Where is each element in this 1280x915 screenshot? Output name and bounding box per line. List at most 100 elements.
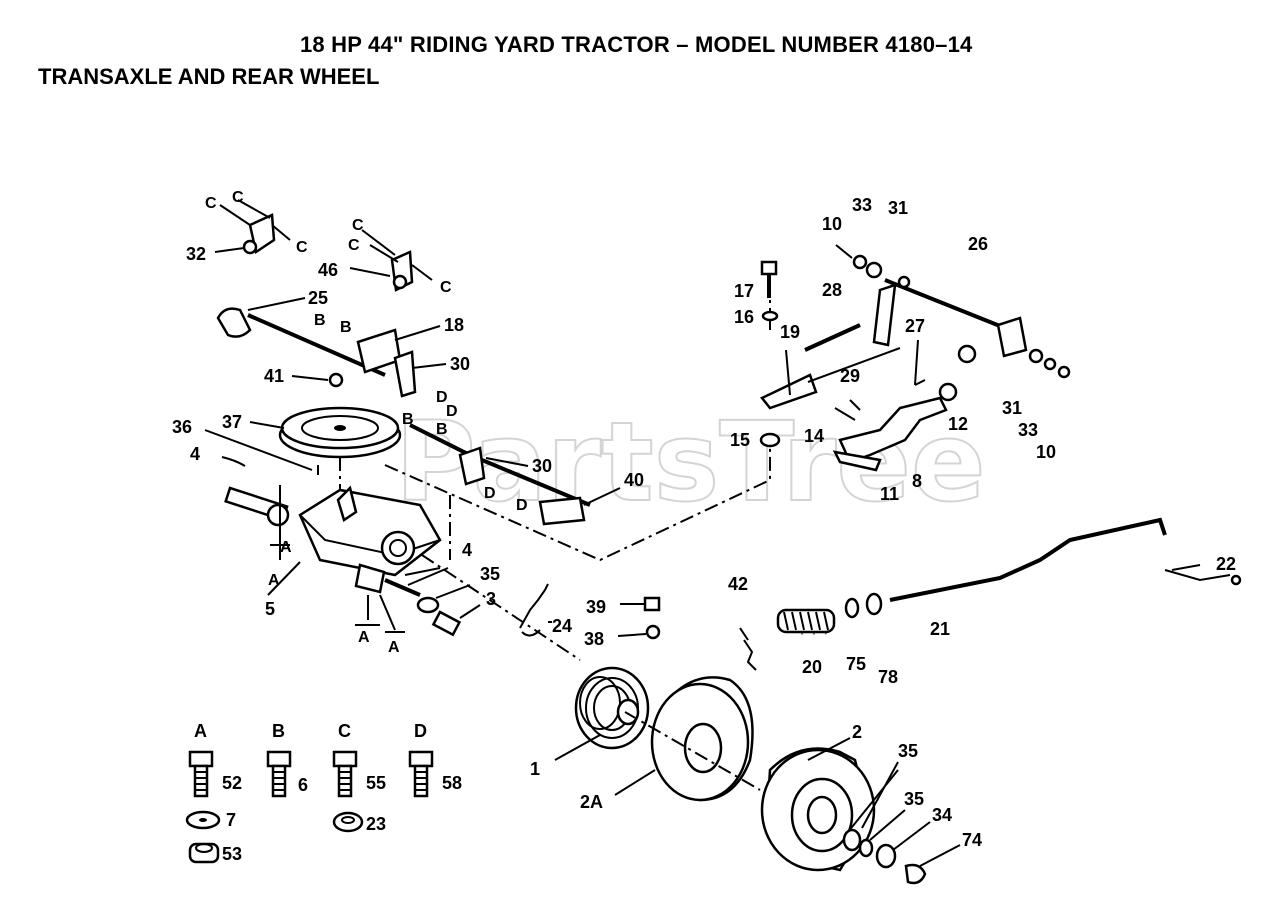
legend-part-53: 53 xyxy=(222,844,242,864)
hardware-legend: A B C D 52 6 55 58 7 23 53 xyxy=(194,721,462,864)
callout-5: 5 xyxy=(265,599,275,619)
callout-41: 41 xyxy=(264,366,284,386)
callout-26: 26 xyxy=(968,234,988,254)
callout-37: 37 xyxy=(222,412,242,432)
legend-head-a: A xyxy=(194,721,207,741)
callout-32: 32 xyxy=(186,244,206,264)
wheel-rim-1 xyxy=(554,666,650,761)
callout-19: 19 xyxy=(780,322,800,342)
callout-labels: 1 2 2A 3 4 4 5 8 10 10 11 12 14 15 16 17… xyxy=(172,195,1236,850)
bracket-46 xyxy=(349,229,433,292)
bolt-17 xyxy=(759,260,781,448)
callout-40: 40 xyxy=(624,470,644,490)
callout-28: 28 xyxy=(822,280,842,300)
callout-46: 46 xyxy=(318,260,338,280)
callout-42: 42 xyxy=(728,574,748,594)
callout-11: 11 xyxy=(880,484,899,504)
title-block: 18 HP 44" RIDING YARD TRACTOR – MODEL NU… xyxy=(0,0,1280,100)
legend-part-23: 23 xyxy=(366,814,386,834)
callout-75: 75 xyxy=(846,654,866,674)
callout-18: 18 xyxy=(444,315,464,335)
diagram-subtitle: TRANSAXLE AND REAR WHEEL xyxy=(38,64,380,89)
wheel-hardware xyxy=(624,711,961,885)
callout-30-top: 30 xyxy=(450,354,470,374)
pulley-37 xyxy=(249,406,402,459)
callout-29: 29 xyxy=(840,366,860,386)
callout-24: 24 xyxy=(552,616,572,636)
clutch-rod-assembly xyxy=(216,297,621,526)
bracket-32 xyxy=(214,199,291,255)
clip-42 xyxy=(739,627,757,671)
diagram-title: 18 HP 44" RIDING YARD TRACTOR – MODEL NU… xyxy=(300,32,973,57)
pedal-arm-11 xyxy=(832,339,977,472)
ref-d: D xyxy=(516,497,528,514)
callout-30-bottom: 30 xyxy=(532,456,552,476)
ref-b: B xyxy=(436,421,448,438)
callout-31-top: 31 xyxy=(888,198,908,218)
callout-17: 17 xyxy=(734,281,754,301)
callout-31-right: 31 xyxy=(1002,398,1022,418)
callout-1: 1 xyxy=(530,759,540,779)
callout-2: 2 xyxy=(852,722,862,742)
small-parts-transaxle xyxy=(416,583,661,640)
legend-part-7: 7 xyxy=(226,810,236,830)
ref-c: C xyxy=(205,195,217,212)
callout-15: 15 xyxy=(730,430,750,450)
callout-35-lower: 35 xyxy=(904,789,924,809)
legend-part-52: 52 xyxy=(222,773,242,793)
legend-head-d: D xyxy=(414,721,427,741)
legend-part-6: 6 xyxy=(298,775,308,795)
callout-20: 20 xyxy=(802,657,822,677)
callout-21: 21 xyxy=(930,619,950,639)
callout-14: 14 xyxy=(804,426,824,446)
callout-78: 78 xyxy=(878,667,898,687)
legend-head-b: B xyxy=(272,721,285,741)
ref-c: C xyxy=(232,189,244,206)
ref-c: C xyxy=(296,239,308,256)
callout-27: 27 xyxy=(905,316,925,336)
ref-d: D xyxy=(484,485,496,502)
callout-3: 3 xyxy=(486,589,496,609)
legend-head-c: C xyxy=(338,721,351,741)
callout-35-upper: 35 xyxy=(898,741,918,761)
legend-part-58: 58 xyxy=(442,773,462,793)
ref-c: C xyxy=(348,237,360,254)
ref-a: A xyxy=(358,629,370,646)
callout-10-top: 10 xyxy=(822,214,842,234)
callout-74: 74 xyxy=(962,830,982,850)
callout-39: 39 xyxy=(586,597,606,617)
callout-33-right: 33 xyxy=(1018,420,1038,440)
ref-d: D xyxy=(436,389,448,406)
ref-a: A xyxy=(280,539,292,556)
spring-20 xyxy=(776,592,883,636)
callout-4-right: 4 xyxy=(462,540,472,560)
callout-8: 8 xyxy=(912,471,922,491)
ref-a: A xyxy=(268,572,280,589)
callout-12: 12 xyxy=(948,414,968,434)
reference-letters: C C C C C C B B B B D D D D A A A A xyxy=(205,189,528,656)
tire-2a xyxy=(614,676,754,802)
shift-rod-21 xyxy=(889,517,1242,602)
callout-33-top: 33 xyxy=(852,195,872,215)
legend-part-55: 55 xyxy=(366,773,386,793)
transaxle-5 xyxy=(204,429,449,633)
assembly-lines xyxy=(339,300,771,661)
ref-c: C xyxy=(352,217,364,234)
callout-4-left: 4 xyxy=(190,444,200,464)
callout-2a: 2A xyxy=(580,792,603,812)
callout-34: 34 xyxy=(932,805,952,825)
callout-22: 22 xyxy=(1216,554,1236,574)
ref-c: C xyxy=(440,279,452,296)
legend-hardware xyxy=(185,750,434,864)
cross-shaft-26 xyxy=(835,244,1071,379)
ref-d: D xyxy=(446,403,458,420)
callout-38: 38 xyxy=(584,629,604,649)
ref-b: B xyxy=(340,319,352,336)
ref-a: A xyxy=(388,639,400,656)
callout-16: 16 xyxy=(734,307,754,327)
ref-b: B xyxy=(402,411,414,428)
tire-2 xyxy=(760,737,876,872)
callout-36: 36 xyxy=(172,417,192,437)
brake-lever-19 xyxy=(760,323,901,410)
